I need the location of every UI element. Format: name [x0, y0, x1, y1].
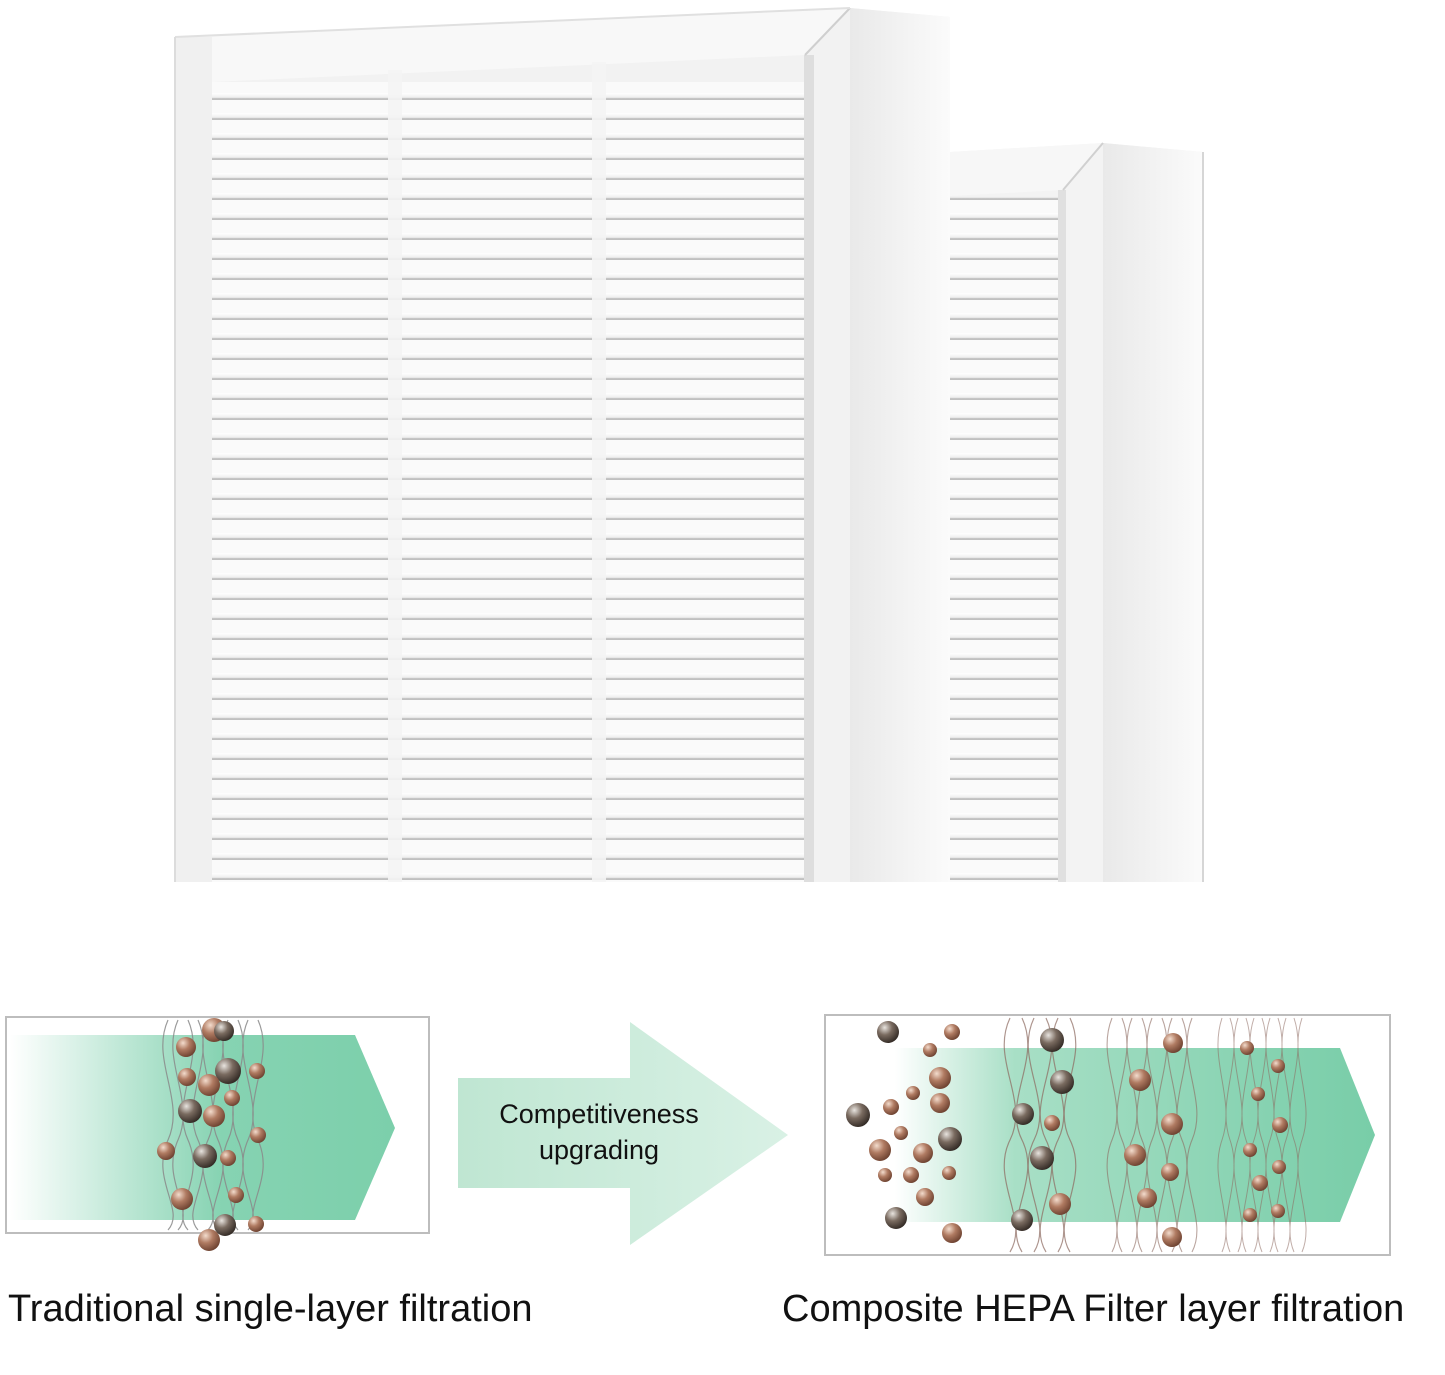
filter-fibers: [162, 1019, 264, 1231]
front-filter: [174, 7, 950, 882]
back-filter: [950, 142, 1204, 882]
particles-right: [846, 1021, 1288, 1247]
arrow-label-line2: upgrading: [538, 1135, 660, 1165]
caption-composite: Composite HEPA Filter layer filtration: [782, 1288, 1405, 1330]
composite-layer-diagram: [824, 1014, 1391, 1256]
single-layer-diagram: [5, 1016, 430, 1251]
upgrade-arrow[interactable]: [458, 1022, 788, 1245]
arrow-label-line1: Competitiveness: [499, 1099, 699, 1129]
caption-traditional: Traditional single-layer filtration: [8, 1288, 533, 1330]
fiber-layer-3: [1217, 1017, 1307, 1253]
fiber-layer-2: [1106, 1017, 1198, 1253]
arrow-label: Competitiveness upgrading: [458, 1096, 740, 1168]
particles-left: [157, 1018, 266, 1251]
